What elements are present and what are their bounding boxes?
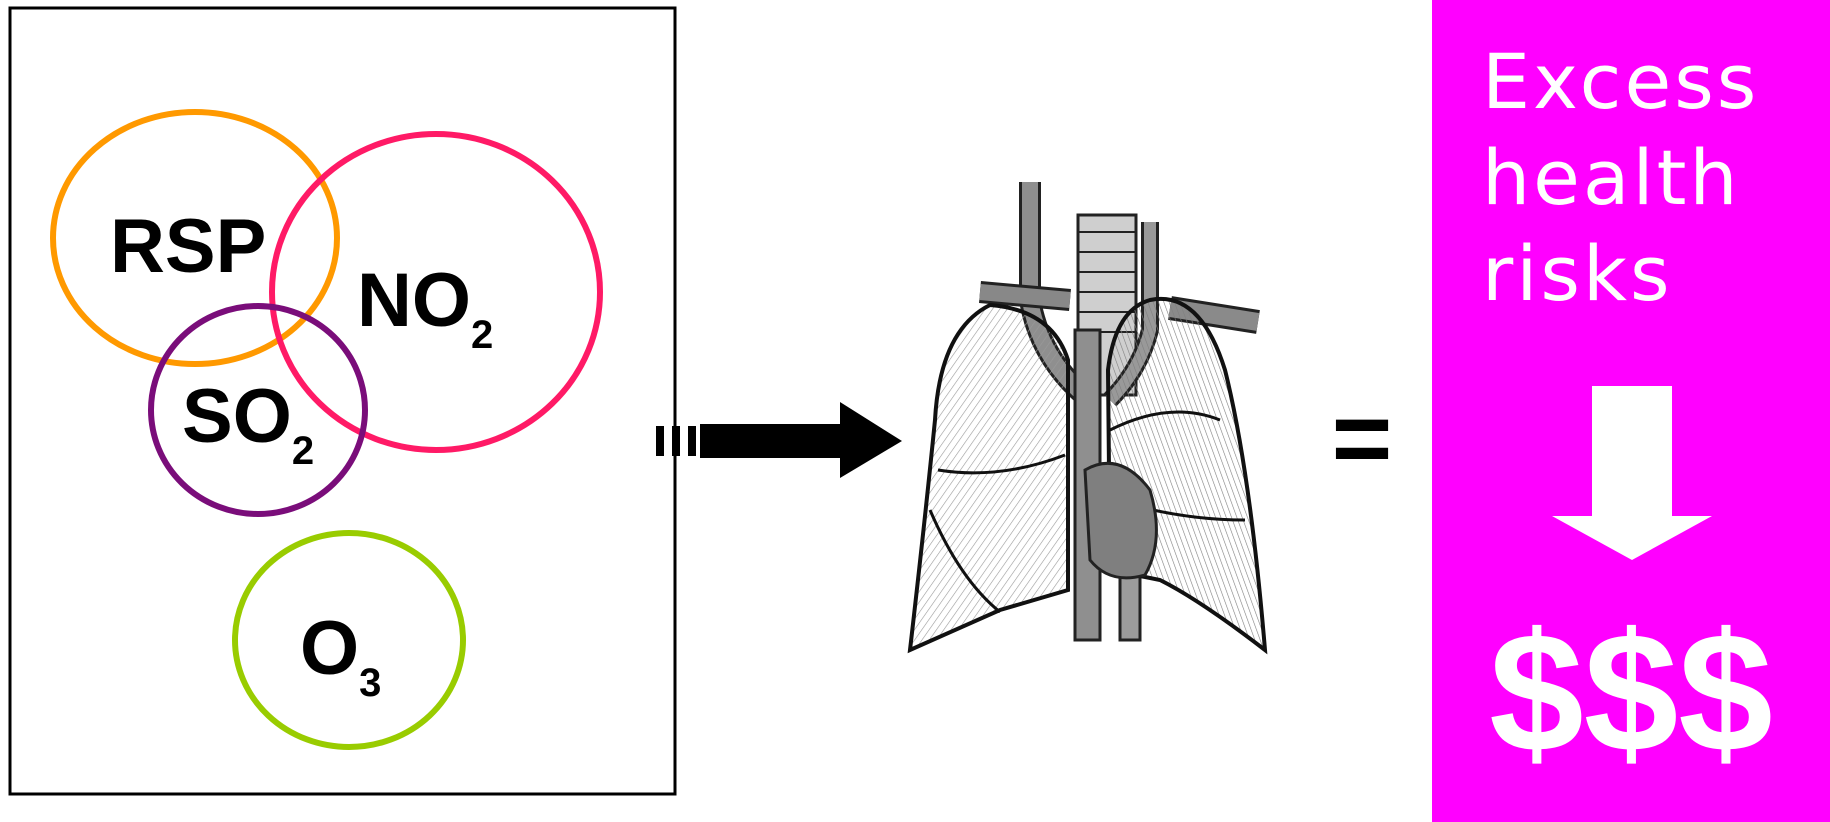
- equals-sign: =: [1332, 381, 1393, 497]
- lungs-illustration: [910, 182, 1265, 650]
- so2-label: SO2: [182, 374, 314, 473]
- o3-label: O3: [300, 606, 381, 705]
- right-arrow-icon: [656, 402, 902, 478]
- no2-label: NO2: [357, 258, 493, 357]
- pollutant-box: RSP NO2 SO2 O3: [10, 8, 675, 794]
- rsp-label: RSP: [110, 204, 266, 289]
- impact-panel: Excess health risks $$$: [1432, 0, 1830, 822]
- cost-result: $$$: [1432, 608, 1830, 778]
